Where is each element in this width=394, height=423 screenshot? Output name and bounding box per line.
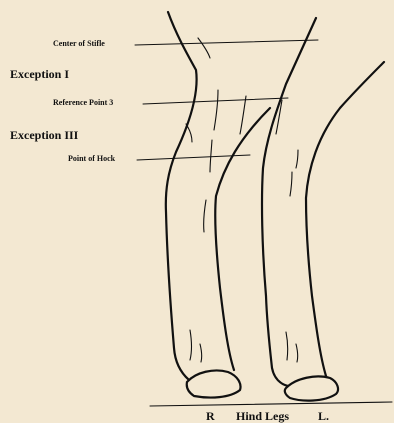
caption-title: Hind Legs [236, 410, 289, 422]
point-of-hock-label: Point of Hock [68, 155, 115, 163]
exception-3-label: Exception III [10, 129, 78, 141]
right-leg-outline [166, 12, 270, 398]
center-of-stifle-label: Center of Stifle [53, 40, 105, 48]
exception-1-label: Exception I [10, 68, 69, 80]
shading-strokes [186, 38, 298, 362]
caption-left-letter: L. [318, 410, 329, 422]
caption-right-letter: R [206, 410, 215, 422]
reference-point-3-leader-line [143, 98, 288, 104]
hock-leader-line [137, 155, 250, 160]
reference-point-3-label: Reference Point 3 [53, 99, 113, 107]
left-leg-outline [262, 18, 384, 401]
ground-line [150, 402, 392, 406]
stifle-leader-line [135, 40, 318, 45]
